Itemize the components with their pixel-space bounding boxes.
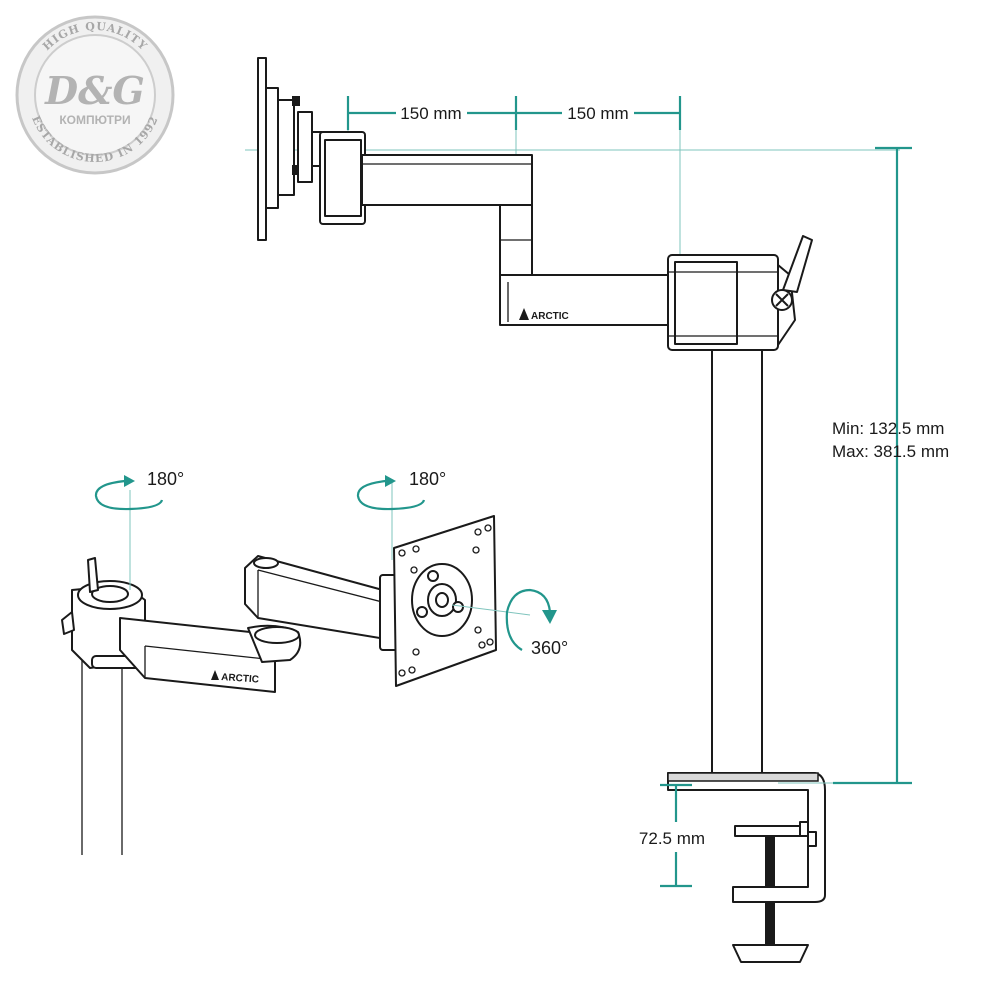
clamp-screw-lower: [765, 902, 775, 948]
vesa-plate-edge: [257, 57, 267, 241]
watermark-middle: КОМПЮТРИ: [59, 113, 130, 127]
rotation-arrow-base: 180°: [94, 469, 184, 511]
dim-label-clamp: 72.5 mm: [639, 829, 705, 848]
dg-watermark-seal: HIGH QUALITY ESTABLISHED IN 1992 D&G КОМ…: [15, 15, 175, 175]
pole: [711, 349, 763, 776]
upper-arm: [361, 154, 533, 206]
dim-clamp: 72.5 mm: [639, 783, 705, 888]
brand-label-bottom: ARCTIC: [221, 672, 259, 686]
dim-label-max: Max: 381.5 mm: [832, 442, 949, 461]
brand-label-top: ARCTIC: [531, 311, 569, 322]
rotation-label-base: 180°: [147, 469, 184, 489]
lower-arm: [499, 274, 676, 326]
dim-height: Min: 132.5 mm Max: 381.5 mm: [778, 146, 949, 785]
dim-label-min: Min: 132.5 mm: [832, 419, 944, 438]
clamp-screw-upper: [765, 836, 775, 886]
clamp-knob: [732, 944, 809, 963]
base-lever: [87, 557, 99, 593]
lock-lever: [782, 235, 813, 293]
rotation-arrow-arm: 180°: [356, 469, 446, 511]
rotation-arrow-plate: 360°: [505, 588, 568, 658]
desk-clamp: [667, 772, 826, 963]
rotation-label-plate: 360°: [531, 638, 568, 658]
dim-label-150-a: 150 mm: [400, 104, 461, 123]
clamp-jaw: [734, 825, 808, 837]
rotation-label-arm: 180°: [409, 469, 446, 489]
dim-label-150-b: 150 mm: [567, 104, 628, 123]
dim-arm-width: 150 mm 150 mm: [346, 96, 682, 130]
perspective-arm: ARCTIC: [61, 480, 531, 855]
side-view-arm: ARCTIC: [245, 57, 949, 963]
watermark-logo: D&G: [44, 68, 145, 113]
